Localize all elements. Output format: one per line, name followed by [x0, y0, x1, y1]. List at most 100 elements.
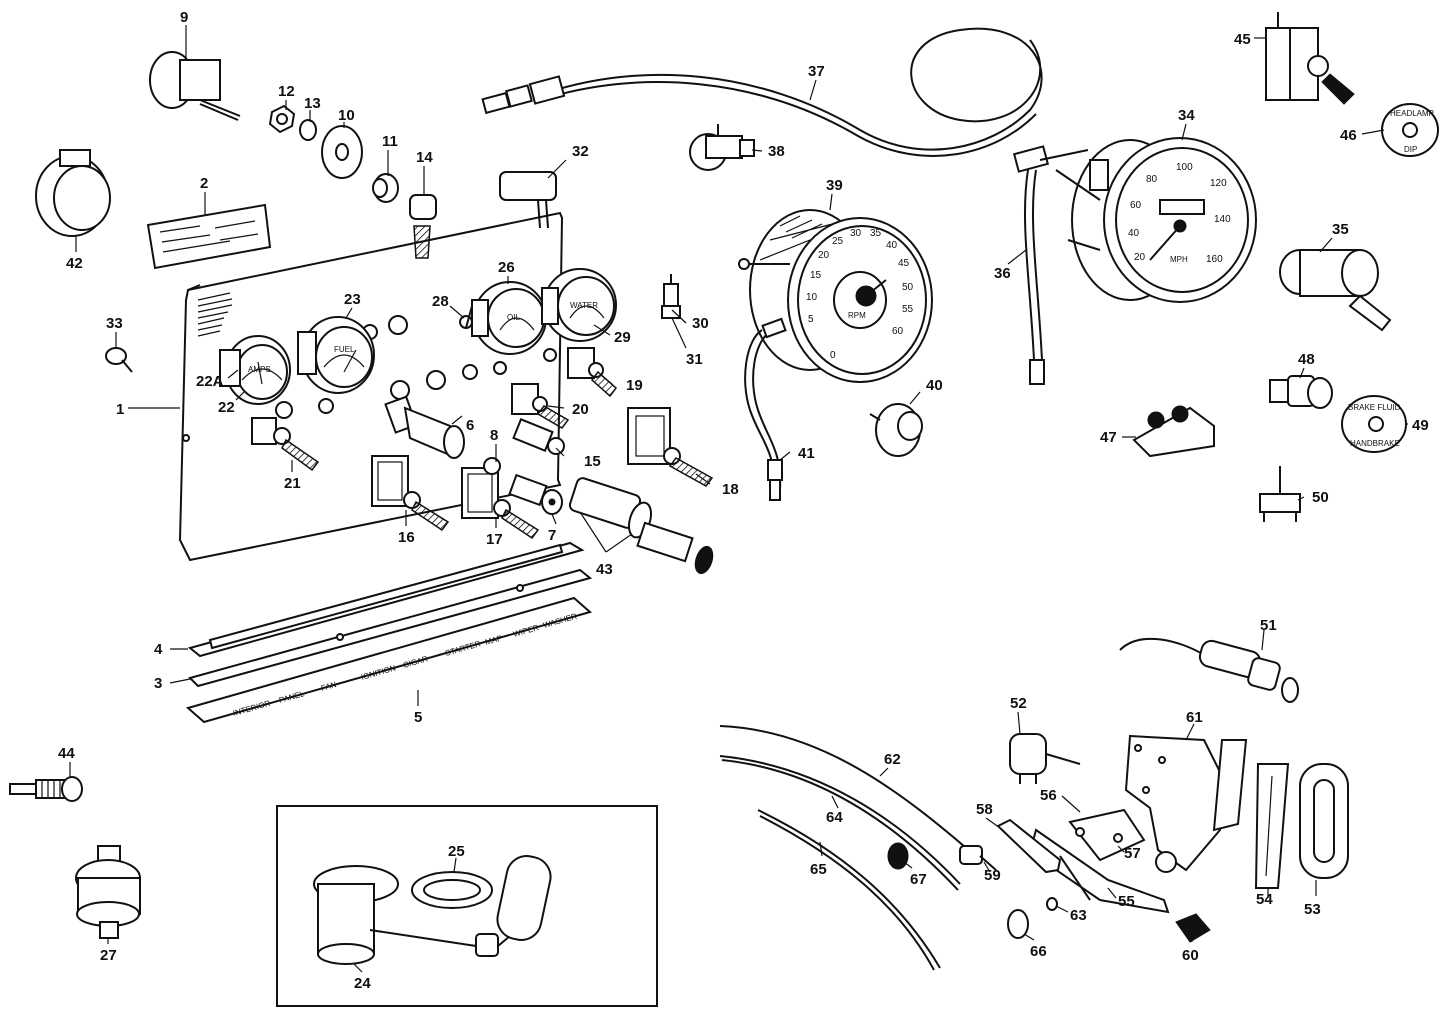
- callout-28: 28: [432, 293, 449, 310]
- callout-39: 39: [826, 177, 843, 194]
- callout-34: 34: [1178, 107, 1195, 124]
- ammeter-gauge: AMPS: [219, 335, 291, 405]
- callout-4: 4: [154, 641, 163, 658]
- tach-scale-0: 0: [830, 350, 836, 361]
- callout-14: 14: [416, 149, 433, 166]
- speedo-drive-cable: [481, 27, 1050, 173]
- tach-scale-35: 35: [870, 228, 882, 239]
- callout-22a: 22A: [196, 373, 224, 390]
- callout-36: 36: [994, 265, 1011, 282]
- strip-4: [187, 541, 585, 658]
- trip-cable: [1023, 149, 1089, 385]
- oil-pressure-gauge: OIL: [471, 281, 547, 355]
- speedometer: MPH 20 40 60 80 100 120 140 160: [1055, 137, 1257, 303]
- leader-lines: [69, 25, 1408, 973]
- callout-25: 25: [448, 843, 465, 860]
- callout-61: 61: [1186, 709, 1203, 726]
- fuel-label: FUEL: [334, 345, 355, 354]
- condenser-35: [1279, 249, 1392, 332]
- switch-40: [869, 403, 923, 457]
- plate-56: [1068, 808, 1146, 862]
- callout-2: 2: [200, 175, 208, 192]
- callout-1: 1: [116, 401, 124, 418]
- tach-scale-25: 25: [832, 236, 844, 247]
- callout-42: 42: [66, 255, 83, 272]
- callout-29: 29: [614, 329, 631, 346]
- callout-49: 49: [1412, 417, 1429, 434]
- switch-45: [1265, 12, 1355, 105]
- callout-8: 8: [490, 427, 498, 444]
- callout-41: 41: [798, 445, 815, 462]
- switch-18: [627, 407, 714, 487]
- cable-62-64-65: [719, 725, 981, 971]
- callout-55: 55: [1118, 893, 1135, 910]
- callout-60: 60: [1182, 947, 1199, 964]
- callout-59: 59: [984, 867, 1001, 884]
- ring-49-text-bottom: HANDBRAKE: [1350, 439, 1400, 448]
- callout-15: 15: [584, 453, 601, 470]
- water-temp-gauge: WATER: [541, 268, 617, 342]
- ammeter-label: AMPS: [248, 365, 271, 374]
- bezel-11: [372, 173, 399, 203]
- bracket-61: [1124, 734, 1248, 873]
- switch-15: [512, 418, 565, 455]
- speedo-scale: 20 40 60 80 100 120 140 160: [1128, 162, 1231, 265]
- callout-3: 3: [154, 675, 162, 692]
- callout-63: 63: [1070, 907, 1087, 924]
- switch-21: [251, 417, 320, 472]
- tach-scale: 0 5 10 15 20 25 30 35 40 45 50 55 60: [806, 228, 914, 361]
- tach-scale-60: 60: [892, 326, 904, 337]
- nut-12: [268, 104, 296, 134]
- tach-scale-50: 50: [902, 282, 914, 293]
- callout-64: 64: [826, 809, 843, 826]
- speedo-scale-60: 60: [1130, 200, 1142, 211]
- switch-7: [508, 473, 563, 515]
- warning-light-48: [1269, 375, 1333, 409]
- fuel-gauge: FUEL: [297, 316, 375, 394]
- sender-28: [459, 305, 473, 329]
- lever-58: [996, 818, 1062, 874]
- tachometer: RPM 0 5 10 15 20 25 30 35 40 45 50 55 60: [738, 209, 933, 383]
- callout-20: 20: [572, 401, 589, 418]
- speedo-scale-80: 80: [1146, 174, 1158, 185]
- switch-51: [1119, 637, 1299, 703]
- ring-49: BRAKE FLUID HANDBRAKE: [1341, 395, 1407, 453]
- tach-scale-15: 15: [810, 270, 822, 281]
- tach-drive-cable: [744, 317, 787, 501]
- callout-52: 52: [1010, 695, 1027, 712]
- connector-47: [1132, 405, 1215, 458]
- strip-3: [188, 568, 593, 688]
- callout-6: 6: [466, 417, 474, 434]
- callout-67: 67: [910, 871, 927, 888]
- pin-63: [1046, 897, 1058, 911]
- switch-17: [461, 457, 540, 540]
- callout-21: 21: [284, 475, 301, 492]
- switch-30: [661, 274, 681, 319]
- callout-56: 56: [1040, 787, 1057, 804]
- switch-6: [384, 395, 465, 459]
- ring-46: HEADLAMP DIP: [1381, 103, 1439, 157]
- speedo-scale-140: 140: [1214, 214, 1231, 225]
- callout-66: 66: [1030, 943, 1047, 960]
- callout-40: 40: [926, 377, 943, 394]
- callout-46: 46: [1340, 127, 1357, 144]
- switch-52: [1009, 733, 1081, 784]
- ring-49-text-top: BRAKE FLUID: [1348, 403, 1401, 412]
- callout-44: 44: [58, 745, 75, 762]
- speedo-scale-160: 160: [1206, 254, 1223, 265]
- switch-9: [149, 51, 241, 121]
- callout-13: 13: [304, 95, 321, 112]
- callout-11: 11: [382, 133, 398, 150]
- knob-14: [409, 194, 437, 259]
- tach-scale-45: 45: [898, 258, 910, 269]
- callout-32: 32: [572, 143, 589, 160]
- callout-5: 5: [414, 709, 422, 726]
- speedo-scale-100: 100: [1176, 162, 1193, 173]
- fuel-tank-unit-inset: [276, 805, 658, 1007]
- callout-26: 26: [498, 259, 515, 276]
- speedo-unit: MPH: [1170, 255, 1188, 264]
- switch-16: [371, 455, 450, 532]
- callout-18: 18: [722, 481, 739, 498]
- callout-45: 45: [1234, 31, 1251, 48]
